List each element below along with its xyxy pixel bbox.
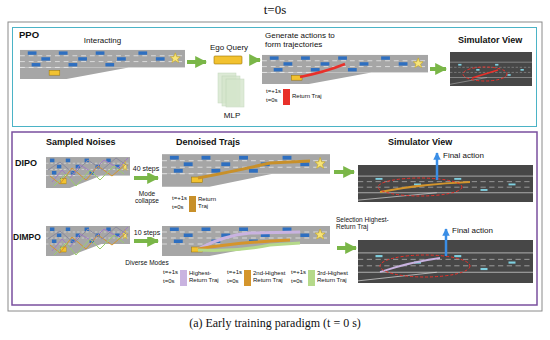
node-text: Simulator View bbox=[458, 35, 534, 45]
road-scene bbox=[262, 55, 428, 84]
scene-box: Sampled Noises bbox=[44, 137, 132, 195]
diffusion-panel bbox=[12, 132, 537, 305]
flow-arrow bbox=[134, 176, 158, 180]
dipo-trajectory bbox=[198, 161, 310, 178]
node-text: Generate actions to form trajectories bbox=[265, 31, 347, 49]
note-label: DIPO bbox=[15, 158, 37, 168]
time-label: t=0s bbox=[291, 278, 303, 285]
time-label: t=0s bbox=[163, 278, 175, 285]
noise-trajs bbox=[48, 158, 128, 186]
legend-text: 3rd-Highest Return Traj bbox=[317, 270, 357, 284]
note-label: Selection Highest-Return Traj bbox=[336, 216, 400, 231]
final-action-arrow bbox=[445, 229, 448, 256]
node-text: Simulator View bbox=[388, 137, 534, 147]
note-label: Final action bbox=[452, 226, 493, 235]
figure-title: t=0s bbox=[0, 3, 550, 18]
node-text: Sampled Noises bbox=[46, 137, 132, 147]
note-label: Final action bbox=[443, 151, 484, 160]
road-scene bbox=[46, 226, 130, 256]
time-label: t=+1s bbox=[172, 195, 187, 202]
road-scene bbox=[162, 226, 330, 256]
step-arrow bbox=[134, 239, 158, 243]
legend-text: Return Traj bbox=[292, 93, 332, 100]
highlight-ellipse bbox=[378, 178, 462, 196]
ego-query-car bbox=[214, 56, 242, 64]
ppo-panel: PPOInteractingEgo QueryMLPGenerate actio… bbox=[12, 27, 537, 127]
time-label: t=0s bbox=[227, 278, 239, 285]
road-scene bbox=[20, 50, 185, 79]
highlight-ellipse bbox=[380, 255, 470, 277]
query-box: Ego Query bbox=[208, 43, 250, 67]
noise-trajs bbox=[48, 227, 128, 255]
node-text: Ego Query bbox=[208, 43, 250, 52]
mlp-box: MLP bbox=[216, 70, 248, 120]
final-action-arrow bbox=[436, 153, 439, 180]
legend-swatch bbox=[283, 89, 290, 105]
ppo-trajectory bbox=[300, 64, 345, 77]
legend-swatch bbox=[244, 270, 251, 286]
legend-text: Return Traj bbox=[198, 196, 224, 210]
legend-text: Highest-Return Traj bbox=[189, 270, 223, 284]
time-label: t=+1s bbox=[163, 269, 178, 276]
time-label: t=0s bbox=[172, 204, 184, 211]
scene-box: Interacting bbox=[20, 36, 185, 82]
figure-caption: (a) Early training paradigm (t = 0 s) bbox=[0, 317, 550, 331]
note-label: Mode collapse bbox=[127, 190, 167, 205]
note-label: DIMPO bbox=[13, 233, 41, 243]
outer-frame bbox=[8, 22, 542, 311]
simulator-view bbox=[450, 52, 532, 86]
mlp-layer bbox=[226, 79, 244, 107]
road-scene bbox=[46, 157, 130, 188]
flow-arrow bbox=[252, 58, 260, 62]
node-text: Denoised Trajs bbox=[176, 137, 332, 147]
flow-arrow bbox=[430, 67, 446, 71]
road-scene bbox=[162, 154, 330, 187]
selection-arrow bbox=[337, 246, 356, 250]
sim-trajectory bbox=[472, 70, 498, 78]
legend-swatch bbox=[180, 270, 187, 286]
sim-trajectory bbox=[380, 182, 470, 192]
flow-arrow bbox=[334, 170, 354, 174]
simulator-box: Simulator View bbox=[356, 137, 534, 203]
simulator-box: Simulator View bbox=[448, 35, 534, 87]
noise-group bbox=[48, 227, 128, 255]
sim-trajectory bbox=[380, 258, 440, 272]
time-label: t=+1s bbox=[291, 269, 306, 276]
node-text: MLP bbox=[216, 111, 248, 120]
dimpo-trajectory bbox=[198, 243, 300, 250]
note-label: 10 steps bbox=[132, 229, 162, 237]
edge-label: 40 steps bbox=[132, 165, 160, 173]
scene-box: Denoised Trajs bbox=[160, 137, 332, 191]
dimpo-trajectory bbox=[198, 232, 300, 249]
node-text: Interacting bbox=[20, 36, 185, 45]
highlight-ellipse bbox=[463, 67, 507, 81]
scene-box: Generate actions to form trajectories bbox=[262, 30, 428, 87]
time-label: t=+1s bbox=[266, 88, 281, 95]
note-label: Diverse Modes bbox=[124, 259, 170, 266]
legend-text: 2nd-Highest Return Traj bbox=[253, 270, 291, 284]
time-label: t=0s bbox=[266, 97, 278, 104]
legend-swatch bbox=[189, 196, 196, 212]
legend-swatch bbox=[308, 270, 315, 286]
simulator-view bbox=[358, 165, 533, 202]
flow-arrow bbox=[187, 60, 206, 64]
time-label: t=+1s bbox=[227, 269, 242, 276]
